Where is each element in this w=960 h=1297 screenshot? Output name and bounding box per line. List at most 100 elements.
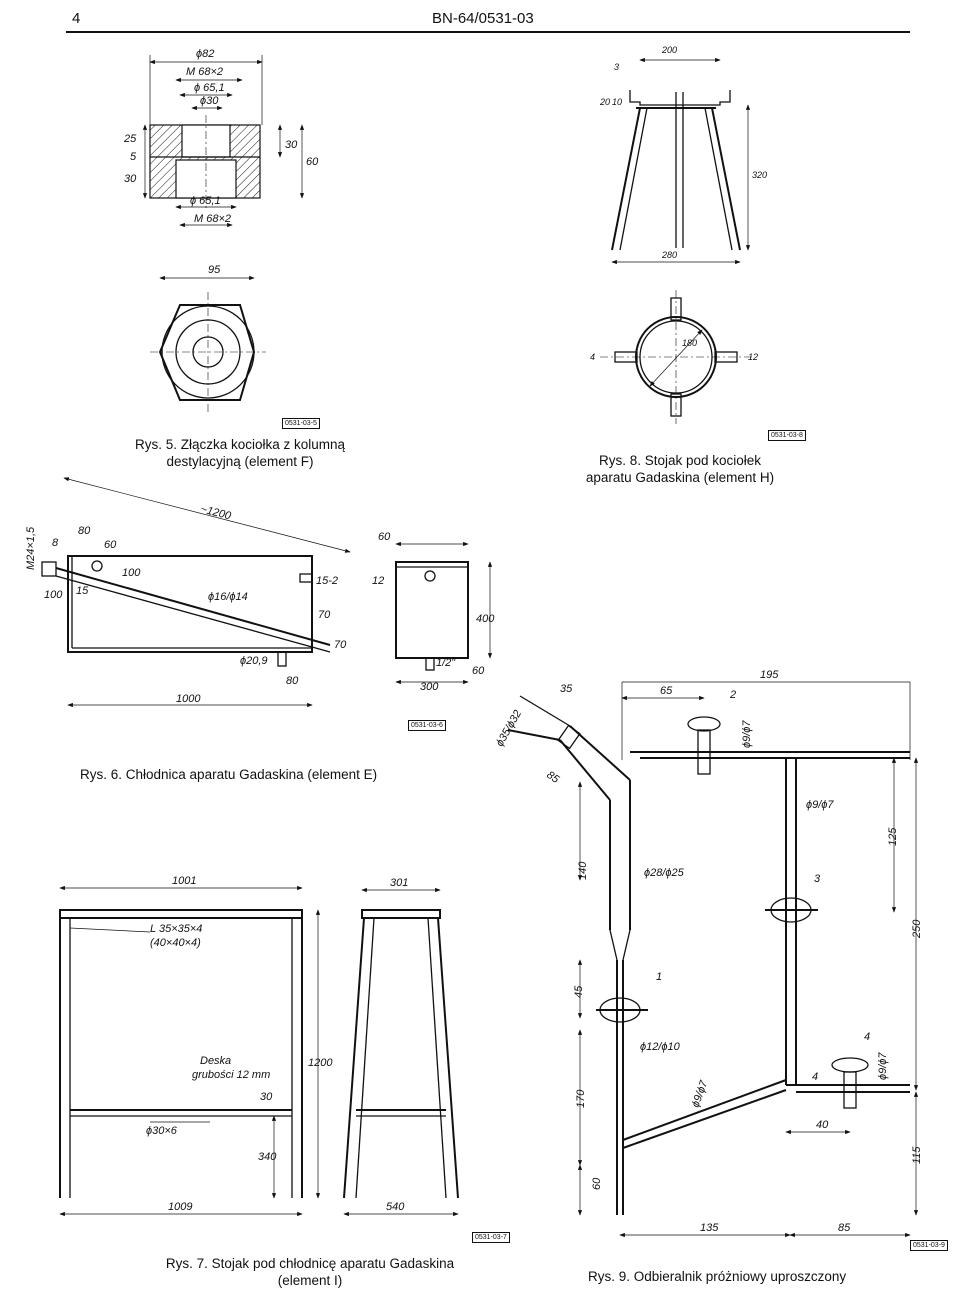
rys9-drawing-code: 0531-03-9 <box>910 1240 948 1251</box>
rys5-drawing: ϕ82 M 68×2 ϕ 65,1 ϕ30 25 5 30 30 60 ϕ 65… <box>123 48 319 412</box>
rys7-dim-1: 1001 <box>172 875 196 887</box>
rys7-dim-7: 30 <box>260 1091 273 1103</box>
rys8-drawing: 200 3 20 10 320 280 4 180 12 <box>590 45 767 424</box>
rys6-dim-11: 70 <box>318 609 331 621</box>
rys9-dim-10: 140 <box>577 861 589 880</box>
rys6-dim-13: ϕ20,9 <box>240 655 268 667</box>
rys6-dim-14: 80 <box>286 675 299 687</box>
rys7-drawing-code: 0531-03-7 <box>472 1232 510 1243</box>
rys6-dim-20: 60 <box>472 665 485 677</box>
rys5-caption-line1: Rys. 5. Złączka kociołka z kolumną <box>134 437 346 452</box>
rys9-dim-21: ϕ9/ϕ7 <box>690 1078 711 1109</box>
rys9-dim-25: 135 <box>700 1222 719 1234</box>
page-number: 4 <box>72 10 81 27</box>
rys8-dim-2: 3 <box>614 62 619 72</box>
header-rule <box>66 31 910 33</box>
rys8-dim-4: 10 <box>612 97 622 107</box>
rys8-dim-5: 320 <box>752 170 767 180</box>
rys5-dim-2: M 68×2 <box>186 66 223 78</box>
rys9-dim-24: 60 <box>591 1177 603 1190</box>
rys7-dim-5: grubości 12 mm <box>192 1069 270 1081</box>
rys6-dim-12: 70 <box>334 639 347 651</box>
rys6-dim-8: 15 <box>76 585 89 597</box>
rys8-drawing-code: 0531-03-8 <box>768 430 806 441</box>
rys5-dim-10: ϕ 65,1 <box>190 195 221 207</box>
rys5-dim-5: 25 <box>123 133 137 145</box>
rys9-dim-3: 195 <box>760 669 779 681</box>
rys5-dim-8: 30 <box>285 139 298 151</box>
rys6-dim-15: 1000 <box>176 693 201 705</box>
rys9-dim-19: ϕ9/ϕ7 <box>877 1052 889 1080</box>
rys7-caption-line2: (element I) <box>277 1273 343 1288</box>
rys8-dim-3: 20 <box>599 97 610 107</box>
rys6-dim-18: 400 <box>476 613 495 625</box>
rys5-dim-7: 30 <box>124 173 137 185</box>
rys7-drawing: 1001 L 35×35×4 (40×40×4) Deska grubości … <box>59 875 459 1217</box>
rys5-dim-3: ϕ 65,1 <box>194 82 225 94</box>
rys5-dim-4: ϕ30 <box>200 95 219 107</box>
rys9-dim-16: ϕ12/ϕ10 <box>640 1041 681 1053</box>
rys5-drawing-code: 0531-03-5 <box>282 418 320 429</box>
rys8-dim-1: 200 <box>661 45 677 55</box>
rys9-dim-14: 45 <box>573 985 585 998</box>
rys8-dim-7: 4 <box>590 352 595 362</box>
rys6-dim-21: 300 <box>420 681 439 693</box>
rys6-drawing: ~1200 M24×1,5 8 80 60 100 100 15 ϕ16/ϕ14… <box>25 477 495 708</box>
rys7-dim-9: 1200 <box>308 1057 333 1069</box>
document-code: BN-64/0531-03 <box>432 10 534 27</box>
rys6-dim-1: ~1200 <box>199 503 233 522</box>
rys6-drawing-code: 0531-03-6 <box>408 720 446 731</box>
rys9-dim-22: 40 <box>816 1119 829 1131</box>
rys6-dim-2: M24×1,5 <box>25 526 37 570</box>
rys9-dim-23: 115 <box>911 1146 923 1164</box>
rys7-dim-3: (40×40×4) <box>150 937 201 949</box>
rys9-dim-11: ϕ28/ϕ25 <box>644 867 685 879</box>
rys5-dim-12: 95 <box>208 264 221 276</box>
rys7-dim-2: L 35×35×4 <box>150 923 202 935</box>
rys9-dim-15: 1 <box>656 971 662 983</box>
rys9-dim-18: 4 <box>812 1071 818 1083</box>
rys9-dim-17: 4 <box>864 1031 870 1043</box>
rys8-dim-8: 180 <box>682 338 697 348</box>
rys5-dim-11: M 68×2 <box>194 213 231 225</box>
rys7-dim-10: 1009 <box>168 1201 192 1213</box>
rys6-dim-19: 1/2" <box>436 657 456 669</box>
rys6-caption: Rys. 6. Chłodnica aparatu Gadaskina (ele… <box>80 767 378 782</box>
rys6-dim-3: 8 <box>52 537 59 549</box>
rys5-dim-1: ϕ82 <box>196 48 214 60</box>
rys9-dim-7: 85 <box>544 769 562 786</box>
rys9-dim-6: ϕ9/ϕ7 <box>741 720 753 748</box>
rys6-dim-9: ϕ16/ϕ14 <box>208 591 248 603</box>
rys7-caption-line1: Rys. 7. Stojak pod chłodnicę aparatu Gad… <box>165 1256 455 1271</box>
rys8-caption-line1: Rys. 8. Stojak pod kociołek <box>598 453 762 468</box>
rys6-dim-10: 15-2 <box>316 575 338 587</box>
rys6-dim-17: 12 <box>372 575 384 587</box>
rys8-caption-line2: aparatu Gadaskina (element H) <box>585 470 775 485</box>
rys6-dim-6: 100 <box>122 567 141 579</box>
rys5-caption-line2: destylacyjną (element F) <box>166 454 314 469</box>
rys7-dim-11: 301 <box>390 877 408 889</box>
rys8-dim-9: 12 <box>748 352 758 362</box>
rys9-dim-26: 85 <box>838 1222 851 1234</box>
rys9-dim-8: ϕ9/ϕ7 <box>806 799 834 811</box>
rys7-dim-6: ϕ30×6 <box>146 1125 178 1137</box>
rys9-dim-12: 3 <box>814 873 821 885</box>
rys9-dim-5: 2 <box>729 689 736 701</box>
rys9-dim-1: ϕ35/ϕ32 <box>494 708 524 748</box>
rys7-dim-12: 540 <box>386 1201 405 1213</box>
rys6-dim-5: 60 <box>104 539 117 551</box>
rys6-dim-4: 80 <box>78 525 91 537</box>
rys9-caption: Rys. 9. Odbieralnik próżniowy uproszczon… <box>588 1269 847 1284</box>
rys7-dim-4: Deska <box>200 1055 231 1067</box>
rys5-dim-9: 60 <box>306 156 319 168</box>
rys7-dim-8: 340 <box>258 1151 277 1163</box>
rys9-dim-4: 65 <box>660 685 673 697</box>
rys6-dim-16: 60 <box>378 531 391 543</box>
rys9-drawing: ϕ35/ϕ32 35 195 65 2 ϕ9/ϕ7 85 ϕ9/ϕ7 125 1… <box>494 669 923 1238</box>
rys9-dim-2: 35 <box>560 683 573 695</box>
rys9-dim-9: 125 <box>887 827 899 846</box>
rys9-dim-20: 170 <box>575 1089 587 1108</box>
rys6-dim-7: 100 <box>44 589 63 601</box>
rys8-dim-6: 280 <box>661 250 677 260</box>
